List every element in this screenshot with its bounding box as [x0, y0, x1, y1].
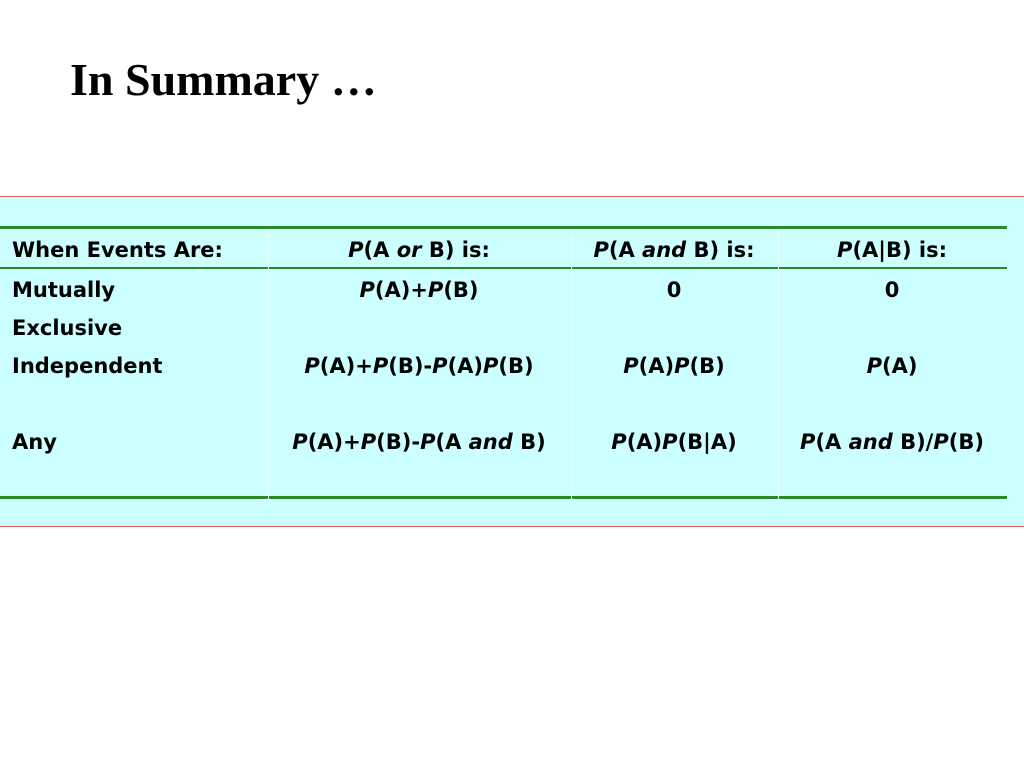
- slide-title: In Summary …: [70, 54, 377, 105]
- column-divider: [571, 229, 572, 499]
- cell-or-independent: P(A)+P(B)-P(A)P(B): [304, 354, 534, 378]
- cell-or-mutually: P(A)+P(B): [359, 278, 479, 302]
- cell-and-any: P(A)P(B|A): [611, 430, 737, 454]
- summary-table: When Events Are: P(A or B) is: P(A and B…: [0, 196, 1024, 527]
- cell-cond-independent: P(A): [866, 354, 918, 378]
- row-label-independent: Independent: [12, 354, 163, 378]
- cell-cond-any: P(A and B)/P(B): [800, 430, 984, 454]
- header-when-events: When Events Are:: [12, 238, 223, 262]
- row-label-any: Any: [12, 430, 57, 454]
- cell-cond-mutually: 0: [884, 278, 900, 302]
- cell-or-any: P(A)+P(B)-P(A and B): [292, 430, 546, 454]
- cell-and-mutually: 0: [666, 278, 682, 302]
- column-divider: [268, 229, 269, 499]
- row-label-exclusive: Exclusive: [12, 316, 123, 340]
- table-header-rule: [0, 267, 1007, 269]
- table-top-rule: [0, 226, 1007, 229]
- header-conditional: P(A|B) is:: [837, 238, 947, 262]
- header-or: P(A or B) is:: [348, 238, 490, 262]
- header-and: P(A and B) is:: [593, 238, 755, 262]
- row-label-mutually: Mutually: [12, 278, 116, 302]
- cell-and-independent: P(A)P(B): [623, 354, 725, 378]
- table-bottom-rule: [0, 496, 1007, 499]
- column-divider: [778, 229, 779, 499]
